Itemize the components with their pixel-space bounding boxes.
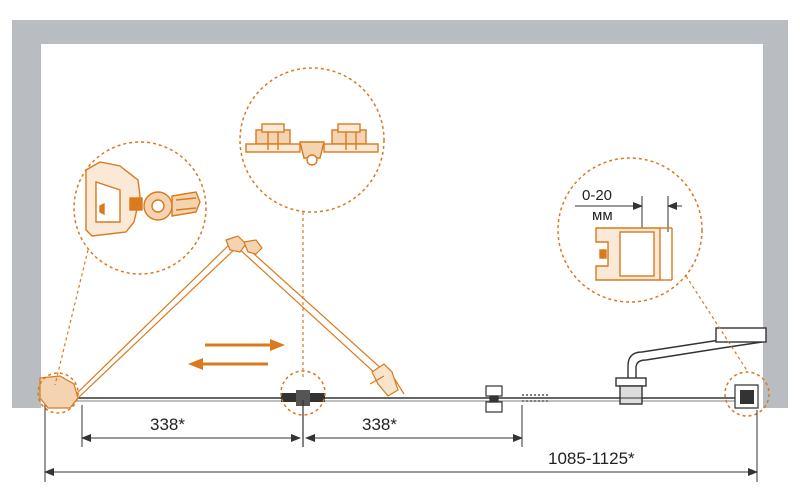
callout-profile-detail: 0-20 мм bbox=[37, 157, 770, 417]
folding-door-left bbox=[71, 235, 405, 399]
left-wall-hinge bbox=[39, 375, 79, 409]
double-arrow-icon bbox=[188, 339, 285, 370]
total-width-dimension: 1085-1125* bbox=[548, 449, 635, 468]
center-connector bbox=[281, 390, 325, 447]
callout-hinge-detail bbox=[54, 141, 207, 386]
left-panel-dimension: 338* bbox=[150, 415, 185, 434]
adjustment-unit-label: мм bbox=[592, 207, 613, 224]
support-arm bbox=[615, 327, 767, 405]
adjustment-range-label: 0-20 bbox=[582, 187, 612, 204]
door-stopper bbox=[485, 385, 548, 413]
callout-center-detail bbox=[239, 67, 385, 380]
dimension-lines bbox=[44, 405, 758, 482]
right-panel-dimension: 338* bbox=[362, 415, 397, 434]
right-wall-profile bbox=[734, 384, 759, 409]
